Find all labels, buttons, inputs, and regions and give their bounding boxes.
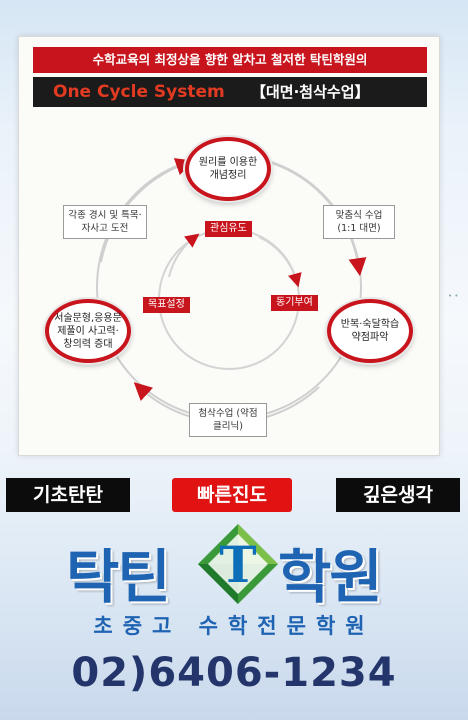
inner-label-goal: 목표설정 [143,297,190,313]
tag-fast-progress: 빠른진도 [172,478,292,512]
brand-name-right: 학원 [278,543,383,611]
box-competition: 각종 경시 및 특목·자사고 도전 [63,205,147,239]
brand-subtitle: 초중고 수학전문학원 [93,614,375,638]
arrow-top-left [100,158,194,263]
inner-label-interest: 관심유도 [205,221,252,237]
box-custom-class: 맞춤식 수업 (1:1 대면) [323,205,395,239]
phone-number: 02)6406-1234 [71,650,397,696]
cycle-node-thinking: 서술문형,응용문제풀이 사고력·창의력 증대 [45,299,131,363]
decor-dots: • • [448,292,459,300]
logo-letter: T [219,535,257,594]
one-cycle-poster: 수학교육의 최정상을 향한 알차고 철저한 탁틴학원의 One Cycle Sy… [18,36,440,456]
system-name: One Cycle System [53,82,225,102]
inner-arrow-right [258,236,302,288]
inner-label-motivation: 동기부여 [271,295,318,311]
cycle-diagram [96,154,367,424]
cycle-node-concept: 원리를 이용한 개념정리 [185,137,271,201]
cycle-node-practice: 반복·숙달학습 약점파악 [327,299,413,363]
inner-arrow-left [168,233,200,278]
tag-deep-thinking: 깊은생각 [336,478,460,512]
arrow-top-right [268,161,367,277]
system-banner: One Cycle System 【대면·첨삭수업】 [33,77,427,107]
logo-diamond-icon [198,524,278,604]
tagline-banner: 수학교육의 최정상을 향한 알차고 철저한 탁틴학원의 [33,47,427,73]
tag-basics: 기초탄탄 [6,478,130,512]
box-correction-class: 첨삭수업 (약점 클리닉) [189,403,267,437]
system-subtitle: 【대면·첨삭수업】 [251,83,370,101]
brand-name-left: 탁틴 [66,543,171,611]
